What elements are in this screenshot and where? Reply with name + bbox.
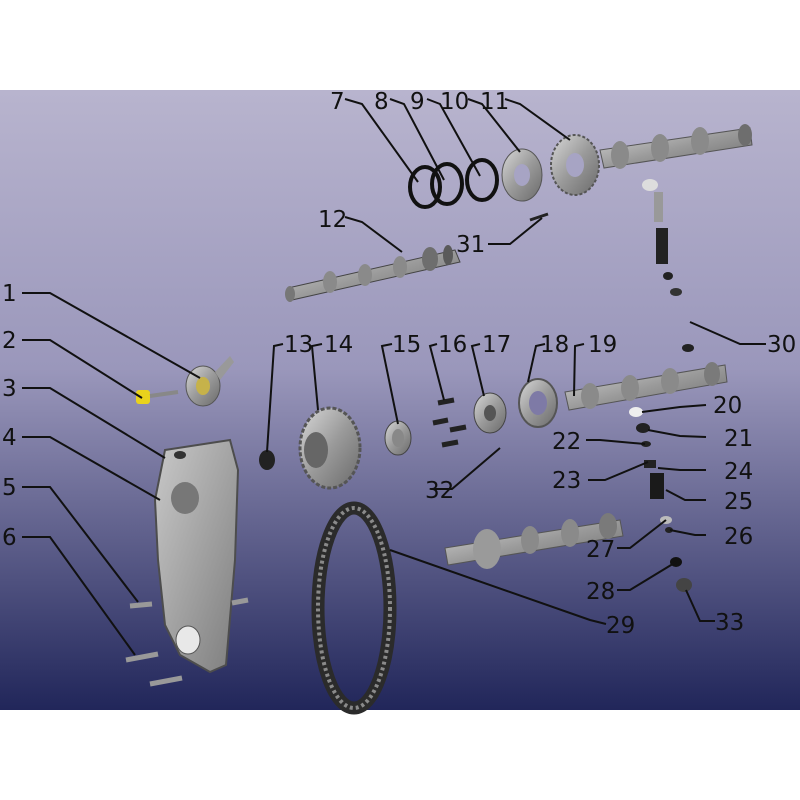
seal-ring [384,420,412,456]
leader-lines [22,98,766,656]
callout-13: 13 [284,332,313,358]
callout-3: 3 [2,376,17,402]
callout-6: 6 [2,525,17,551]
pin [529,212,549,222]
callout-11: 11 [480,89,509,115]
callout-24: 24 [724,459,753,485]
camshaft-top-right [599,124,753,169]
callout-30: 30 [767,332,796,358]
camshaft-front [444,513,624,569]
callout-14: 14 [324,332,353,358]
washer [501,148,543,202]
callout-17: 17 [482,332,511,358]
diagram-background [0,90,800,710]
gear-ring [518,378,558,428]
callout-26: 26 [724,524,753,550]
callout-19: 19 [588,332,617,358]
callout-15: 15 [392,332,421,358]
camshaft-upper [285,245,461,302]
callout-7: 7 [330,89,345,115]
callout-10: 10 [440,89,469,115]
callout-12: 12 [318,207,347,233]
callout-16: 16 [438,332,467,358]
callout-5: 5 [2,475,17,501]
callout-23: 23 [552,468,581,494]
camshaft-right [564,362,728,411]
gear [550,134,600,196]
callout-2: 2 [2,328,17,354]
callout-20: 20 [713,393,742,419]
bolts-flange [432,397,467,448]
timing-cover [153,438,240,674]
callout-4: 4 [2,425,17,451]
callout-27: 27 [586,537,615,563]
callout-labels: 1 2 3 4 5 6 7 8 9 10 11 12 31 13 14 15 1… [2,89,796,639]
valve-assembly [642,179,694,352]
callout-21: 21 [724,426,753,452]
callout-9: 9 [410,89,425,115]
timing-belt [311,501,397,715]
callout-28: 28 [586,579,615,605]
bolt-yellow [136,390,179,404]
nut [259,450,275,470]
snap-ring [408,158,499,209]
callout-25: 25 [724,489,753,515]
callout-8: 8 [374,89,389,115]
flange [473,392,507,434]
bolts-lower [125,597,249,687]
callout-29: 29 [606,613,635,639]
callout-18: 18 [540,332,569,358]
cap [629,407,643,417]
callout-22: 22 [552,429,581,455]
callout-32: 32 [425,478,454,504]
callout-33: 33 [715,610,744,636]
camshaft-sprocket [298,406,362,490]
callout-1: 1 [2,281,17,307]
callout-31: 31 [456,232,485,258]
